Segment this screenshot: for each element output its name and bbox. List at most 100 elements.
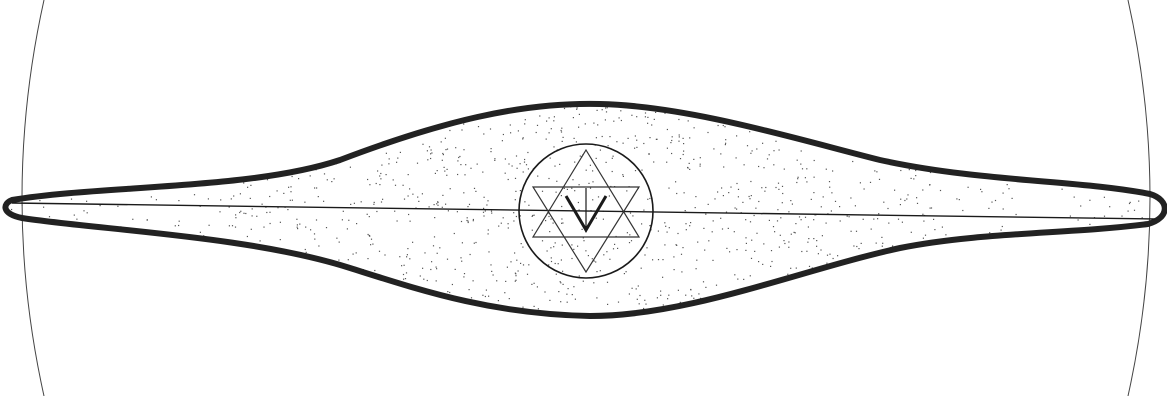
stipple-dot (296, 219, 297, 220)
stipple-dot (501, 223, 502, 224)
stipple-dot (634, 148, 635, 149)
stipple-dot (424, 252, 425, 253)
stipple-dot (681, 271, 682, 272)
stipple-dot (664, 244, 665, 245)
stipple-dot (579, 184, 580, 185)
stipple-dot (888, 223, 889, 224)
stipple-dot (669, 227, 670, 228)
stipple-dot (564, 108, 565, 109)
stipple-dot (780, 217, 781, 218)
stipple-dot (449, 130, 450, 131)
stipple-dot (917, 203, 918, 204)
stipple-dot (639, 295, 640, 296)
stipple-dot (515, 273, 516, 274)
stipple-dot (858, 248, 859, 249)
stipple-dot (736, 183, 737, 184)
stipple-dot (736, 249, 737, 250)
stipple-dot (132, 219, 133, 220)
stipple-dot (436, 280, 437, 281)
stipple-dot (356, 252, 357, 253)
stipple-dot (738, 189, 739, 190)
stipple-dot (602, 109, 603, 110)
stipple-dot (728, 228, 729, 229)
stipple-dot (399, 256, 400, 257)
stipple-dot (437, 253, 438, 254)
stipple-dot (605, 119, 606, 120)
stipple-dot (87, 212, 88, 213)
stipple-dot (734, 231, 735, 232)
stipple-dot (441, 141, 442, 142)
stipple-dot (1121, 216, 1122, 217)
stipple-dot (464, 273, 465, 274)
stipple-dot (560, 301, 561, 302)
stipple-dot (549, 231, 550, 232)
stipple-dot (395, 185, 396, 186)
stipple-dot (482, 172, 483, 173)
stipple-dot (856, 246, 857, 247)
stipple-dot (600, 270, 601, 271)
stipple-dot (486, 290, 487, 291)
stipple-dot (714, 198, 715, 199)
stipple-dot (906, 198, 907, 199)
stipple-dot (758, 201, 759, 202)
stipple-dot (386, 153, 387, 154)
stipple-dot (532, 215, 533, 216)
stipple-dot (510, 261, 511, 262)
stipple-dot (750, 221, 751, 222)
stipple-dot (39, 200, 40, 201)
stipple-dot (548, 264, 549, 265)
stipple-dot (491, 271, 492, 272)
stipple-dot (876, 243, 877, 244)
stipple-dot (520, 163, 521, 164)
stipple-dot (508, 227, 509, 228)
stipple-dot (915, 175, 916, 176)
stipple-dot (942, 227, 943, 228)
stipple-dot (643, 210, 644, 211)
stipple-dot (700, 164, 701, 165)
stipple-dot (483, 208, 484, 209)
stipple-dot (306, 252, 307, 253)
stipple-dot (304, 202, 305, 203)
stipple-dot (904, 200, 905, 201)
stipple-dot (524, 123, 525, 124)
stipple-dot (797, 178, 798, 179)
stipple-dot (147, 219, 148, 220)
stipple-dot (496, 280, 497, 281)
stipple-dot (678, 290, 679, 291)
stipple-dot (1104, 197, 1105, 198)
stipple-dot (267, 179, 268, 180)
stipple-dot (773, 226, 774, 227)
stipple-dot (522, 247, 523, 248)
stipple-dot (504, 292, 505, 293)
stipple-dot (672, 136, 673, 137)
stipple-dot (631, 115, 632, 116)
stipple-dot (683, 138, 684, 139)
stipple-dot (503, 217, 504, 218)
stipple-dot (463, 124, 464, 125)
stipple-dot (298, 178, 299, 179)
stipple-dot (755, 208, 756, 209)
stipple-dot (455, 269, 456, 270)
stipple-dot (409, 258, 410, 259)
stipple-dot (909, 169, 910, 170)
stipple-dot (243, 213, 244, 214)
stipple-dot (571, 258, 572, 259)
stipple-dot (641, 170, 642, 171)
stipple-dot (847, 216, 848, 217)
stipple-dot (822, 235, 823, 236)
stipple-dot (613, 248, 614, 249)
stipple-dot (379, 184, 380, 185)
stipple-dot (417, 197, 418, 198)
stipple-dot (827, 255, 828, 256)
stipple-dot (260, 240, 261, 241)
stipple-dot (403, 274, 404, 275)
stipple-dot (777, 220, 778, 221)
stipple-dot (660, 291, 661, 292)
stipple-dot (816, 246, 817, 247)
stipple-dot (923, 238, 924, 239)
stipple-dot (431, 152, 432, 153)
stipple-dot (381, 165, 382, 166)
stipple-dot (902, 222, 903, 223)
stipple-dot (537, 125, 538, 126)
stipple-dot (520, 263, 521, 264)
